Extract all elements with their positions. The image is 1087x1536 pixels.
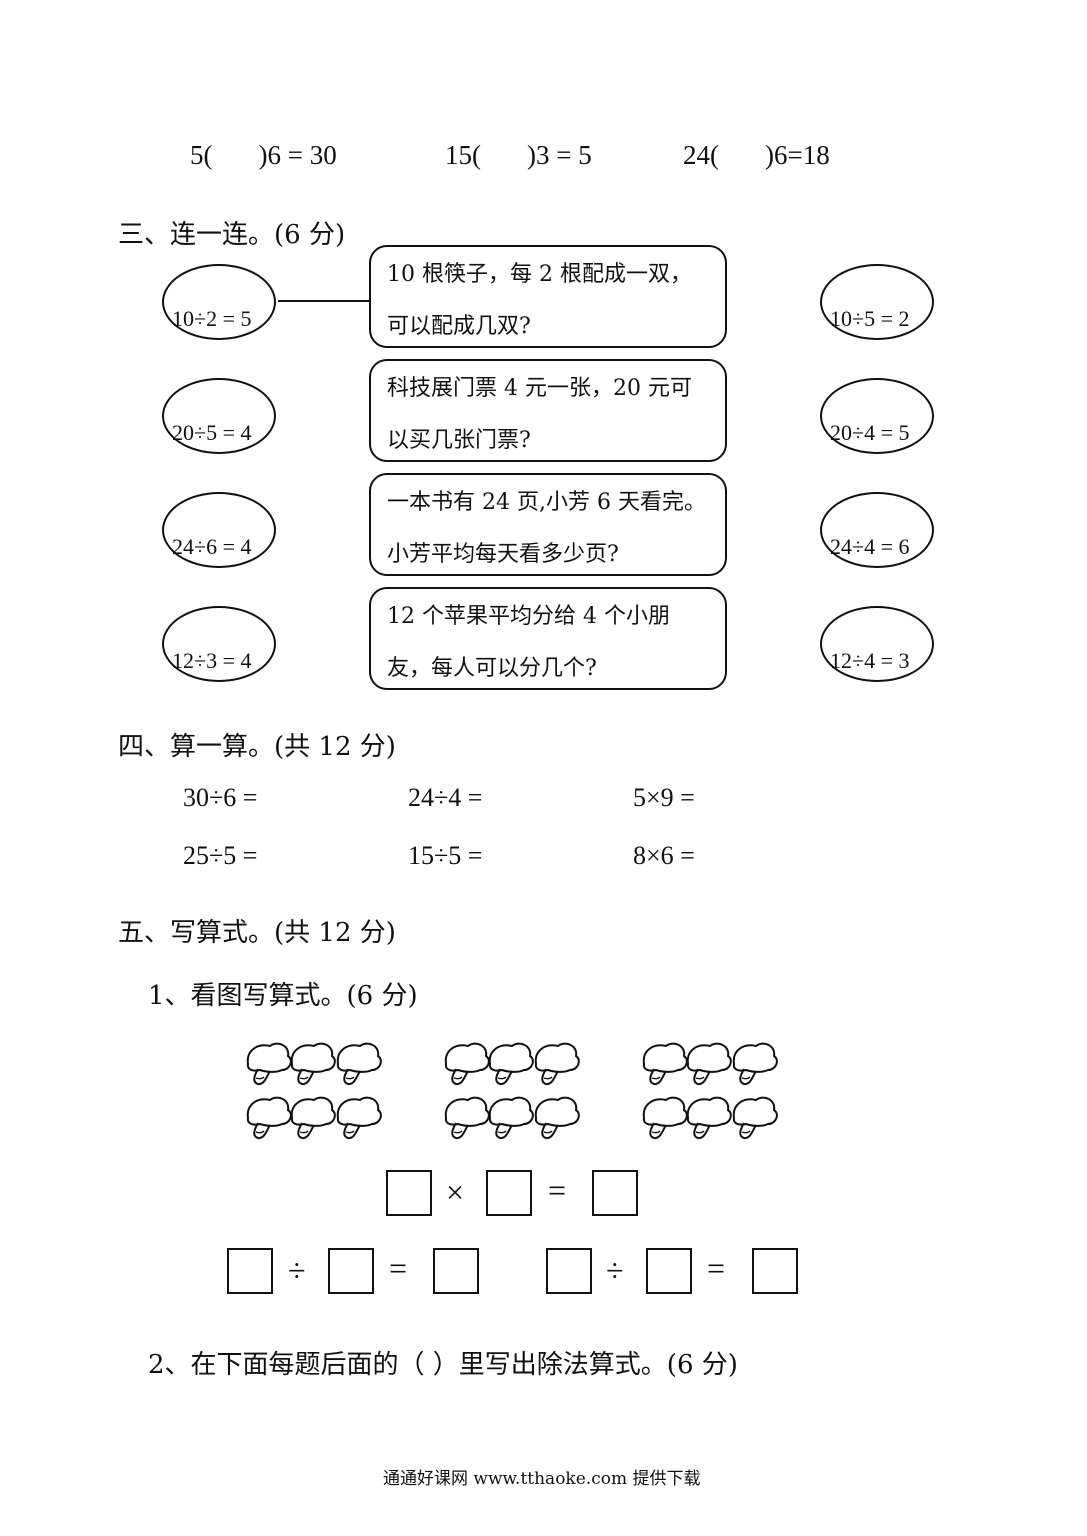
fill-op-1: 5()6 = 30 — [190, 140, 337, 170]
mushroom-group-1 — [246, 1042, 382, 1140]
fill-op-2: 15()3 = 5 — [445, 140, 592, 170]
right-oval-2: 20÷4 = 5 — [820, 378, 934, 454]
subsection2-heading: 2、在下面每题后面的（ ）里写出除法算式。(6 分) — [148, 1350, 738, 1380]
answer-box[interactable] — [386, 1170, 432, 1216]
calc-item: 15÷5 = — [408, 841, 483, 870]
calc-item: 30÷6 = — [183, 783, 258, 812]
footer-credit: 通通好课网 www.tthaoke.com 提供下载 — [383, 1469, 701, 1489]
section4-heading: 四、算一算。(共 12 分) — [118, 732, 396, 762]
answer-box[interactable] — [486, 1170, 532, 1216]
divide-sign: ÷ — [288, 1252, 306, 1288]
section5-heading: 五、写算式。(共 12 分) — [118, 918, 396, 948]
left-oval-4: 12÷3 = 4 — [162, 606, 276, 682]
left-oval-1: 10÷2 = 5 — [162, 264, 276, 340]
right-oval-4: 12÷4 = 3 — [820, 606, 934, 682]
answer-box[interactable] — [227, 1248, 273, 1294]
left-oval-3: 24÷6 = 4 — [162, 492, 276, 568]
mushroom-group-2 — [444, 1042, 580, 1140]
right-oval-1: 10÷5 = 2 — [820, 264, 934, 340]
mushroom-group-3 — [642, 1042, 778, 1140]
right-oval-3: 24÷4 = 6 — [820, 492, 934, 568]
answer-box[interactable] — [592, 1170, 638, 1216]
answer-box[interactable] — [328, 1248, 374, 1294]
calc-item: 24÷4 = — [408, 783, 483, 812]
answer-box[interactable] — [433, 1248, 479, 1294]
problem-card-4: 12 个苹果平均分给 4 个小朋 友，每人可以分几个? — [369, 587, 727, 690]
subsection1-heading: 1、看图写算式。(6 分) — [148, 981, 418, 1011]
section3-heading: 三、连一连。(6 分) — [118, 220, 346, 250]
mushroom-illustration — [246, 1042, 778, 1140]
fill-op-3: 24()6=18 — [683, 140, 830, 170]
answer-box[interactable] — [752, 1248, 798, 1294]
problem-card-3: 一本书有 24 页,小芳 6 天看完。 小芳平均每天看多少页? — [369, 473, 727, 576]
calc-item: 25÷5 = — [183, 841, 258, 870]
equals-sign: = — [389, 1250, 408, 1286]
problem-card-2: 科技展门票 4 元一张，20 元可 以买几张门票? — [369, 359, 727, 462]
calc-item: 5×9 = — [633, 783, 695, 812]
left-oval-2: 20÷5 = 4 — [162, 378, 276, 454]
equals-sign: = — [548, 1172, 567, 1208]
divide-sign: ÷ — [606, 1252, 624, 1288]
answer-box[interactable] — [646, 1248, 692, 1294]
answer-box[interactable] — [546, 1248, 592, 1294]
problem-card-1: 10 根筷子，每 2 根配成一双， 可以配成几双? — [369, 245, 727, 348]
times-sign: × — [446, 1174, 465, 1210]
calc-item: 8×6 = — [633, 841, 695, 870]
equals-sign: = — [707, 1250, 726, 1286]
connector-line — [278, 300, 370, 302]
